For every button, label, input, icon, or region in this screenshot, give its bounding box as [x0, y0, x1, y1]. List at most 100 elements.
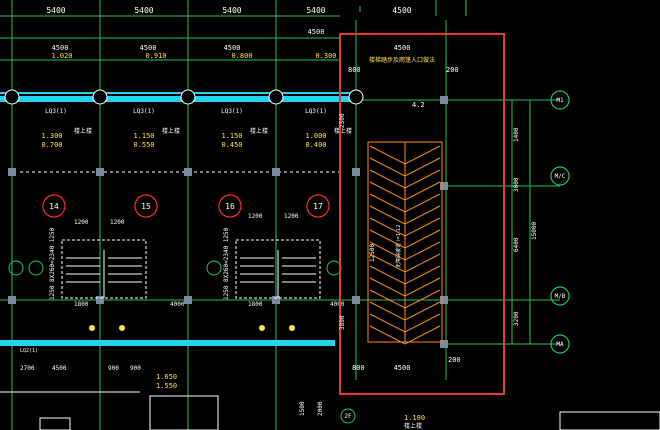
right-dim-4: 3200: [513, 311, 520, 326]
stair-vert-right: 1250 8X260=2340 1250: [223, 227, 230, 300]
stair-block-right: [235, 239, 321, 299]
ramp-hatch: [367, 141, 443, 345]
ramp-chevron: [369, 301, 441, 321]
level-4: 0.300: [315, 52, 336, 60]
sub-dimensions: 4500 4500 4500 4500: [52, 28, 325, 52]
top-dim-5: 4500: [392, 6, 411, 15]
left-vdim-1: 2500: [339, 113, 346, 128]
sub-dim-1: 4500: [52, 44, 69, 52]
right-total: 15000: [531, 222, 538, 240]
room-name-2: 楼上楼: [162, 127, 180, 135]
right-dim-3: 6400: [513, 237, 520, 252]
axis-right-1: M1: [556, 97, 564, 104]
ramp-chevron: [369, 181, 441, 201]
sub-dim-4: 4500: [308, 28, 325, 36]
highlight-dim-bottom: 4500: [394, 364, 411, 372]
top-levels: 1.020 0.910 0.800 0.300: [51, 52, 336, 60]
ramp-chevron: [369, 229, 441, 249]
stair-block-left: [61, 239, 147, 299]
highlight-left-dim: 800: [348, 66, 361, 74]
bottom-level: 1.100: [404, 414, 425, 422]
axis-bottom: 2F: [344, 413, 352, 420]
lower-level: 1.650: [156, 373, 177, 381]
sub-dim-3: 4500: [224, 44, 241, 52]
stair-dim-3: 1200: [248, 213, 263, 220]
room-level-b-3: 0.450: [221, 141, 242, 149]
highlight-side: 4.2: [412, 101, 425, 109]
ramp-chevron: [369, 277, 441, 297]
stair-dims: 1200 1200 1200 1200 1800 4000 1800 4000: [74, 213, 345, 308]
stair-bottom-4: 4000: [330, 301, 345, 308]
ramp-chevron: [369, 157, 441, 177]
room-name-4: 楼上楼: [334, 127, 352, 135]
right-dim-1: 1400: [513, 127, 520, 142]
room-name-1: 楼上楼: [74, 127, 92, 135]
axis-circle-16: 16: [225, 202, 235, 211]
ramp-chevron: [369, 193, 441, 213]
lower-area: 1.650 1.550 1.100 楼上楼 2700 4500 900 900 …: [0, 348, 660, 430]
ramp-chevron: [369, 289, 441, 309]
stair-dim-1: 1200: [74, 219, 89, 226]
left-vdims: 2500 3800: [339, 113, 346, 330]
highlight-dim-bottom-right: 200: [448, 356, 461, 364]
bottom-dim-3: 900: [108, 365, 119, 372]
room-label-1: LQ3(1): [45, 108, 67, 115]
top-dim-2: 5400: [134, 6, 153, 15]
top-dimensions: 5400 5400 5400 5400 4500: [46, 6, 411, 15]
room-label-2: LQ3(1): [133, 108, 155, 115]
stair-dim-4: 1200: [284, 213, 299, 220]
ramp-chevron: [369, 313, 441, 333]
top-dim-1: 5400: [46, 6, 65, 15]
level-2: 0.910: [145, 52, 166, 60]
highlight-right-dim: 200: [446, 66, 459, 74]
lower-left-dim-b: 2000: [317, 401, 324, 416]
room-level-1: 1.300: [41, 132, 62, 140]
highlight-note: 楼梯踏步及雨篷入口做法: [369, 56, 435, 64]
stair-vert-left: 1250 8X260=2340 1250: [49, 227, 56, 300]
ramp-chevron: [369, 205, 441, 225]
level-1: 1.020: [51, 52, 72, 60]
room-level-3: 1.150: [221, 132, 242, 140]
lower-level-b: 1.550: [156, 382, 177, 390]
lower-left-dim: 1500: [299, 401, 306, 416]
axis-circle-15: 15: [141, 202, 151, 211]
bottom-level-b: 楼上楼: [404, 422, 422, 430]
axis-circle-17: 17: [313, 202, 323, 211]
axis-circles: 14 15 16 17: [42, 194, 330, 218]
ramp-chevron: [369, 217, 441, 237]
room-name-3: 楼上楼: [250, 127, 268, 135]
axis-right-2: M/C: [555, 173, 566, 180]
highlight-vertical-dim: 12500: [369, 244, 376, 262]
left-vdim-3: 3800: [339, 315, 346, 330]
wall-band: [0, 92, 355, 346]
axis-circle-14: 14: [49, 202, 59, 211]
highlight-dim-top: 4500: [394, 44, 411, 52]
bottom-dim-4: 900: [130, 365, 141, 372]
highlight-dim-bottom-left: 800: [352, 364, 365, 372]
bottom-dim-1: 2700: [20, 365, 35, 372]
note-left: LQ2(1): [20, 348, 38, 354]
highlight-region[interactable]: [339, 33, 505, 395]
ramp-chevron: [369, 241, 441, 261]
ramp-chevron: [369, 325, 441, 345]
room-level-b-4: 0.400: [305, 141, 326, 149]
right-axis: M1 M/C M/B MA: [550, 90, 570, 354]
sub-dim-2: 4500: [140, 44, 157, 52]
room-level-b-2: 0.550: [133, 141, 154, 149]
door-markers: [89, 325, 295, 331]
structural-columns: [8, 96, 448, 348]
room-levels: 1.300 1.150 1.150 1.000 0.700 0.550 0.45…: [41, 132, 326, 149]
ramp-label: 无障碍坡道 i=1:12: [395, 225, 402, 268]
room-labels: LQ3(1) LQ3(1) LQ3(1) LQ3(1): [45, 108, 327, 115]
highlight-labels: 4500 800 200 4.2 4500 800 200: [348, 44, 461, 372]
stair-bottom-1: 1800: [74, 301, 89, 308]
room-level-4: 1.000: [305, 132, 326, 140]
stair-dim-2: 1200: [110, 219, 125, 226]
top-dim-3: 5400: [222, 6, 241, 15]
bottom-dim-2: 4500: [52, 365, 67, 372]
ramp-chevron: [369, 265, 441, 285]
left-axis-labels: [8, 260, 342, 276]
top-dim-4: 5400: [306, 6, 325, 15]
